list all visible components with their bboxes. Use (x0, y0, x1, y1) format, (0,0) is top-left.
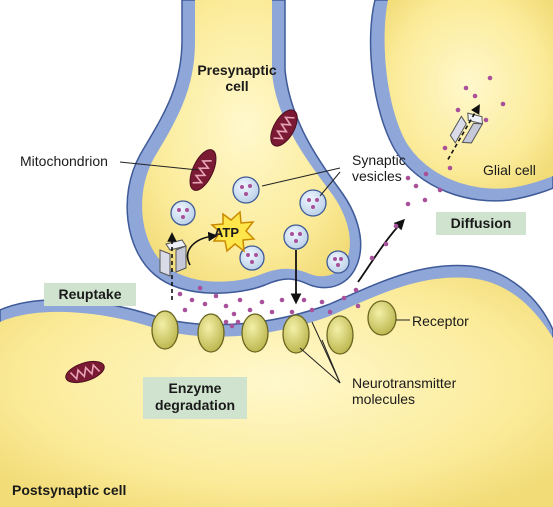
vesicle-molecules (177, 184, 343, 267)
mitochondrion-post (65, 360, 105, 384)
label-synaptic-vesicles: Synaptic vesicles (352, 152, 406, 184)
tag-enzyme-degradation: Enzyme degradation (143, 377, 247, 419)
reuptake-transporter (159, 231, 218, 300)
label-mitochondrion: Mitochondrion (20, 153, 108, 169)
mitochondrion-pre-1 (189, 149, 217, 191)
label-atp: ATP (214, 225, 240, 240)
glial-cell (369, 0, 553, 202)
label-neurotransmitter-molecules: Neurotransmitter molecules (352, 375, 457, 407)
synaptic-vesicles (170, 176, 350, 274)
receptors (151, 300, 397, 355)
tag-diffusion: Diffusion (436, 212, 526, 235)
label-glial-cell: Glial cell (483, 162, 536, 178)
label-presynaptic-cell: Presynaptic cell (197, 62, 277, 94)
glial-transporter (447, 104, 484, 160)
label-postsynaptic-cell: Postsynaptic cell (12, 482, 127, 498)
leader-lines (119, 161, 410, 384)
label-receptor: Receptor (412, 313, 469, 329)
neurotransmitter-molecules (177, 75, 506, 329)
diffusion-arrow (357, 218, 405, 283)
tag-reuptake: Reuptake (44, 283, 136, 306)
mitochondrion-pre-2 (270, 109, 298, 147)
atp-burst (210, 210, 256, 253)
postsynaptic-cell (0, 264, 553, 507)
